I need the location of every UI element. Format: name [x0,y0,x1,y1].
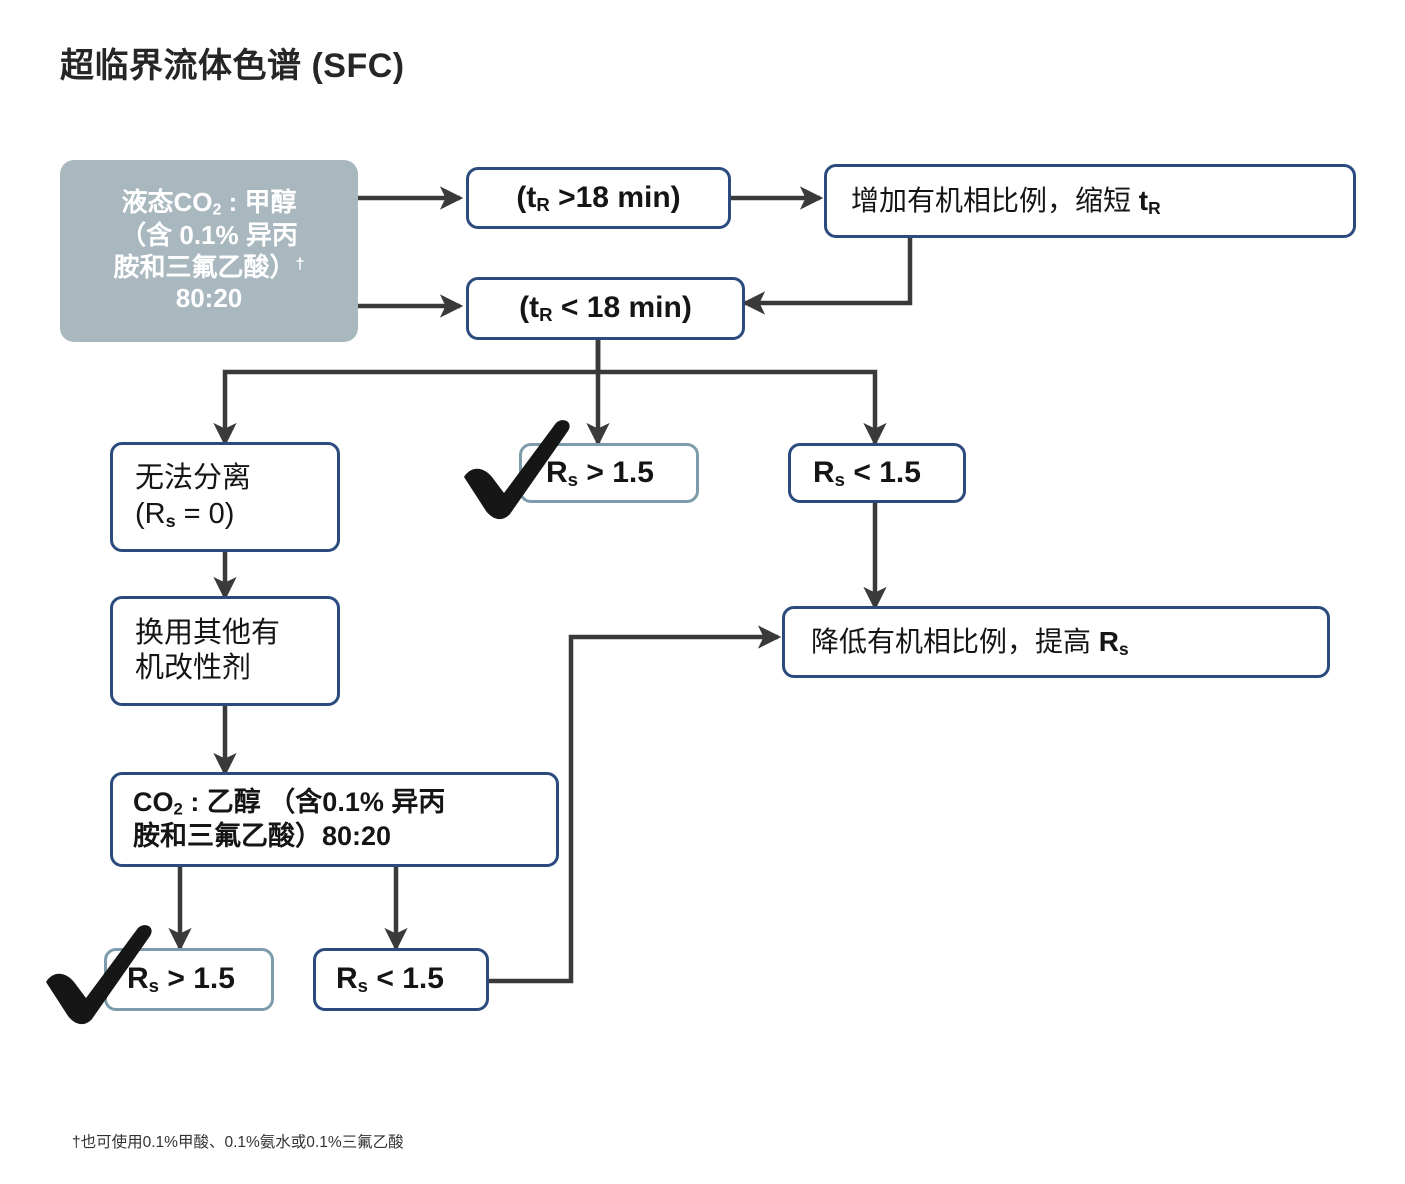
change-modifier-line1: 换用其他有 [135,616,281,649]
tr-gt-sub: R [536,193,550,215]
rs-lt-bottom-post: < 1.5 [368,962,444,996]
node-increase-organic-ratio[interactable]: 增加有机相比例，缩短 tR [824,164,1356,238]
co2-ethanol-line1-a: CO [133,786,174,817]
rs-gt-bottom-pre: R [127,962,149,996]
rs-gt-top-sub: s [567,468,579,490]
footnote-text: †也可使用0.1%甲酸、0.1%氨水或0.1%三氟乙酸 [72,1134,404,1151]
node-rs-greater-1p5-top[interactable]: Rs > 1.5 [519,443,699,503]
node-decrease-organic-ratio[interactable]: 降低有机相比例，提高 Rs [782,606,1330,678]
tr-lt-pre: (t [519,291,540,325]
node-start-mobile-phase[interactable]: 液态CO2 : 甲醇 （含 0.1% 异丙 胺和三氟乙酸）† 80:20 [60,160,358,342]
no-separation-line1: 无法分离 [135,462,252,495]
node-change-organic-modifier[interactable]: 换用其他有 机改性剂 [110,596,340,706]
increase-organic-sub: R [1148,197,1161,218]
rs-gt-bottom-sub: s [148,975,160,997]
co2-ethanol-line1-b: : 乙醇 （含0.1% 异丙 [182,786,446,817]
no-separation-line2-sub: s [165,510,176,531]
tr-lt-post: < 18 min) [552,291,692,325]
node-rs-greater-1p5-bottom[interactable]: Rs > 1.5 [104,948,274,1011]
node-tr-greater-18[interactable]: (tR >18 min) [466,167,731,229]
rs-lt-top-sub: s [834,468,846,490]
dagger-footnote-marker: † [295,254,305,273]
edge-increase-organic-to-tr-lt [741,238,913,315]
start-line2: （含 0.1% 异丙 [120,220,298,251]
start-line4-ratio: 80:20 [175,283,243,314]
increase-organic-text: 增加有机相比例，缩短 [851,184,1139,216]
page-title: 超临界流体色谱 (SFC) [60,47,405,85]
tr-lt-sub: R [539,304,553,326]
node-no-separation[interactable]: 无法分离 (Rs = 0) [110,442,340,552]
rs-lt-top-post: < 1.5 [845,455,921,489]
rs-gt-top-pre: R [546,455,568,489]
rs-lt-bottom-pre: R [336,962,358,996]
start-line1-b: : 甲醇 [221,186,297,217]
node-co2-ethanol-mobile-phase[interactable]: CO2 : 乙醇 （含0.1% 异丙 胺和三氟乙酸）80:20 [110,772,559,867]
co2-ethanol-line1-sub: 2 [173,799,183,819]
start-line3-a: 胺和三氟乙酸） [113,251,296,282]
tr-gt-post: >18 min) [549,180,681,214]
rs-lt-bottom-sub: s [357,975,369,997]
rs-lt-top-pre: R [813,455,835,489]
rs-gt-top-post: > 1.5 [578,455,654,489]
no-separation-line2-pre: (R [135,497,166,530]
node-tr-less-18[interactable]: (tR < 18 min) [466,277,745,340]
increase-organic-symbol: t [1138,184,1149,216]
change-modifier-line2: 机改性剂 [135,652,252,684]
no-separation-line2-post: = 0) [175,497,235,530]
decrease-organic-sub: s [1119,638,1129,659]
rs-gt-bottom-post: > 1.5 [159,962,235,996]
decrease-organic-text: 降低有机相比例，提高 [811,625,1099,657]
start-line1-a: 液态CO [121,186,213,217]
start-line1-sub: 2 [212,200,222,219]
edge-tr-lt-to-rs-lt-top [595,340,887,447]
tr-gt-pre: (t [516,180,537,214]
edge-tr-lt-to-no-separation [213,340,601,447]
node-rs-less-1p5-top[interactable]: Rs < 1.5 [788,443,966,503]
decrease-organic-symbol: R [1098,625,1120,657]
co2-ethanol-line2: 胺和三氟乙酸）80:20 [133,821,392,852]
node-rs-less-1p5-bottom[interactable]: Rs < 1.5 [313,948,489,1011]
